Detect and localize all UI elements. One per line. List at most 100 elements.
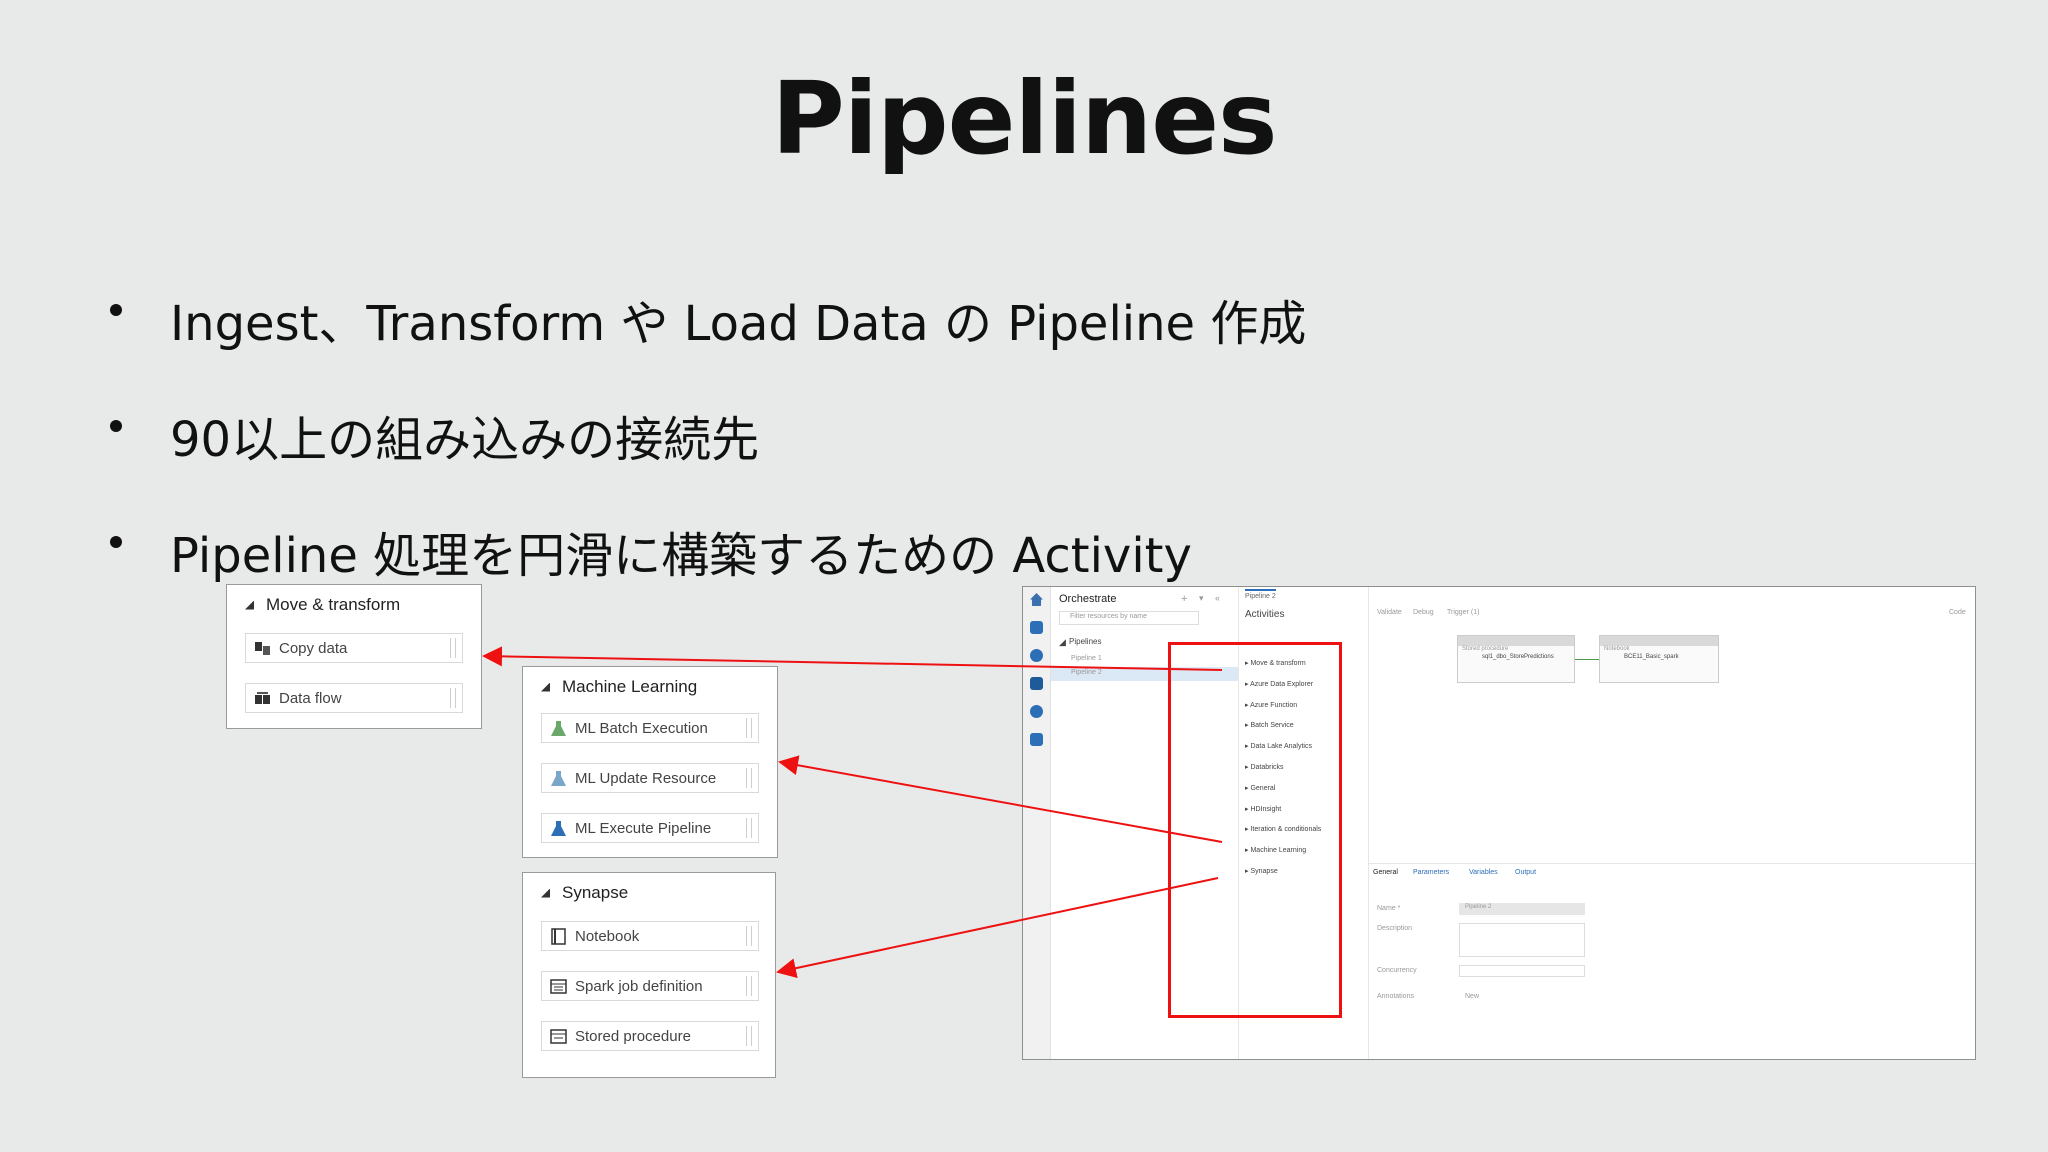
activity-category[interactable]: ▸ Iteration & conditionals bbox=[1245, 825, 1321, 833]
debug-button[interactable]: Debug bbox=[1413, 609, 1434, 616]
activity-category[interactable]: ▸ Batch Service bbox=[1245, 721, 1294, 729]
integrate-icon[interactable] bbox=[1030, 677, 1043, 690]
properties-tab[interactable]: Parameters bbox=[1413, 869, 1450, 876]
activity-ml-update-resource[interactable]: ML Update Resource bbox=[541, 763, 759, 793]
notebook-node[interactable]: Notebook BCE11_Basic_spark bbox=[1599, 635, 1719, 683]
drag-handle-icon[interactable] bbox=[746, 768, 752, 788]
activity-label: ML Execute Pipeline bbox=[575, 819, 712, 837]
node-header: Notebook bbox=[1604, 646, 1630, 652]
add-icon[interactable]: + bbox=[1181, 593, 1188, 605]
collapse-triangle-icon bbox=[245, 600, 254, 610]
expand-arrow-icon: ▸ bbox=[1245, 701, 1251, 709]
activity-stored-procedure[interactable]: Stored procedure bbox=[541, 1021, 759, 1051]
flask-icon bbox=[550, 720, 567, 737]
validate-button[interactable]: Validate bbox=[1377, 609, 1402, 616]
activity-category-label: Synapse bbox=[1250, 868, 1278, 875]
description-input[interactable] bbox=[1459, 923, 1585, 957]
activity-category-label: Databricks bbox=[1250, 764, 1284, 771]
activity-category[interactable]: ▸ Databricks bbox=[1245, 763, 1284, 771]
notebook-icon bbox=[550, 927, 567, 945]
expand-arrow-icon: ▸ bbox=[1245, 847, 1251, 855]
activity-label: ML Batch Execution bbox=[575, 719, 708, 737]
pipeline-canvas: Validate Debug Trigger (1) Code Stored p… bbox=[1369, 587, 1975, 1059]
collapse-icon[interactable]: ▾ bbox=[1199, 593, 1204, 603]
data-flow-icon bbox=[254, 690, 271, 707]
bullet-text: 90以上の組み込みの接続先 bbox=[170, 412, 760, 468]
bullet-dot bbox=[110, 536, 122, 548]
success-connector bbox=[1575, 659, 1601, 660]
synapse-panel: Synapse Notebook Spark job definition St… bbox=[522, 872, 776, 1078]
activity-category[interactable]: ▸ General bbox=[1245, 784, 1275, 792]
bullet-dot bbox=[110, 420, 122, 432]
trigger-button[interactable]: Trigger (1) bbox=[1447, 609, 1480, 616]
activity-label: Data flow bbox=[279, 689, 342, 707]
activity-category[interactable]: ▸ Data Lake Analytics bbox=[1245, 742, 1312, 750]
data-icon[interactable] bbox=[1030, 621, 1043, 634]
activity-ml-batch-execution[interactable]: ML Batch Execution bbox=[541, 713, 759, 743]
drag-handle-icon[interactable] bbox=[450, 688, 456, 708]
activity-category-label: HDInsight bbox=[1250, 805, 1282, 813]
pipeline-item-selected[interactable]: Pipeline 2 bbox=[1051, 667, 1238, 681]
expand-arrow-icon: ▸ bbox=[1245, 680, 1251, 688]
flask-icon bbox=[550, 820, 567, 837]
activity-notebook[interactable]: Notebook bbox=[541, 921, 759, 951]
activity-category[interactable]: ▸ Move & transform bbox=[1245, 659, 1306, 667]
monitor-icon[interactable] bbox=[1030, 705, 1043, 718]
activity-ml-execute-pipeline[interactable]: ML Execute Pipeline bbox=[541, 813, 759, 843]
home-icon[interactable] bbox=[1030, 593, 1043, 606]
activity-label: Notebook bbox=[575, 927, 640, 945]
properties-tab[interactable]: Output bbox=[1515, 869, 1537, 876]
activity-category[interactable]: ▸ HDInsight bbox=[1245, 805, 1281, 813]
manage-icon[interactable] bbox=[1030, 733, 1043, 746]
drag-handle-icon[interactable] bbox=[450, 638, 456, 658]
activities-title: Activities bbox=[1245, 609, 1285, 620]
pipelines-folder[interactable]: Pipelines bbox=[1069, 637, 1102, 646]
panel-title: Synapse bbox=[562, 883, 629, 902]
activity-category-label: Azure Data Explorer bbox=[1250, 680, 1314, 688]
close-icon[interactable]: « bbox=[1215, 593, 1221, 603]
activity-category[interactable]: ▸ Synapse bbox=[1245, 867, 1278, 875]
filter-input[interactable]: Filter resources by name bbox=[1059, 611, 1199, 625]
tab-pipeline-2[interactable]: Pipeline 2 bbox=[1245, 589, 1276, 600]
new-annotation-button[interactable]: New bbox=[1465, 993, 1480, 1000]
collapse-triangle-icon bbox=[541, 682, 550, 692]
properties-tab[interactable]: General bbox=[1373, 869, 1398, 876]
bullet-text: Pipeline 処理を円滑に構築するための Activity bbox=[170, 528, 1192, 584]
collapse-triangle-icon bbox=[541, 888, 550, 898]
activity-category[interactable]: ▸ Azure Function bbox=[1245, 701, 1297, 709]
expand-arrow-icon: ▸ bbox=[1245, 743, 1251, 751]
panel-header[interactable]: Machine Learning bbox=[541, 677, 697, 697]
name-input[interactable]: Pipeline 2 bbox=[1459, 903, 1585, 915]
expand-arrow-icon[interactable]: ◢ bbox=[1059, 637, 1066, 647]
code-button[interactable]: Code bbox=[1949, 609, 1966, 616]
drag-handle-icon[interactable] bbox=[746, 818, 752, 838]
develop-icon[interactable] bbox=[1030, 649, 1043, 662]
move-transform-panel: Move & transform Copy data Data flow bbox=[226, 584, 482, 729]
activity-category[interactable]: ▸ Azure Data Explorer bbox=[1245, 680, 1313, 688]
panel-title: Machine Learning bbox=[562, 677, 698, 696]
panel-header[interactable]: Move & transform bbox=[245, 595, 400, 615]
drag-handle-icon[interactable] bbox=[746, 976, 752, 996]
name-label: Name * bbox=[1377, 905, 1401, 912]
activity-label: Stored procedure bbox=[575, 1027, 691, 1045]
expand-arrow-icon: ▸ bbox=[1245, 868, 1251, 875]
drag-handle-icon[interactable] bbox=[746, 718, 752, 738]
spark-job-icon bbox=[550, 978, 567, 995]
activity-spark-job-definition[interactable]: Spark job definition bbox=[541, 971, 759, 1001]
activity-category-label: Machine Learning bbox=[1250, 847, 1307, 855]
description-label: Description bbox=[1377, 925, 1413, 932]
activity-category[interactable]: ▸ Machine Learning bbox=[1245, 846, 1306, 854]
properties-tab[interactable]: Variables bbox=[1469, 869, 1498, 876]
panel-title: Move & transform bbox=[266, 595, 401, 614]
pipeline-item[interactable]: Pipeline 1 bbox=[1071, 655, 1102, 662]
drag-handle-icon[interactable] bbox=[746, 1026, 752, 1046]
concurrency-input[interactable] bbox=[1459, 965, 1585, 977]
drag-handle-icon[interactable] bbox=[746, 926, 752, 946]
panel-header[interactable]: Synapse bbox=[541, 883, 628, 903]
node-label: BCE11_Basic_spark bbox=[1624, 654, 1679, 660]
activity-data-flow[interactable]: Data flow bbox=[245, 683, 463, 713]
stored-procedure-node[interactable]: Stored procedure sql1_dbo_StorePredictio… bbox=[1457, 635, 1575, 683]
activity-category-label: Batch Service bbox=[1250, 722, 1294, 730]
activity-copy-data[interactable]: Copy data bbox=[245, 633, 463, 663]
props-divider bbox=[1369, 863, 1975, 864]
